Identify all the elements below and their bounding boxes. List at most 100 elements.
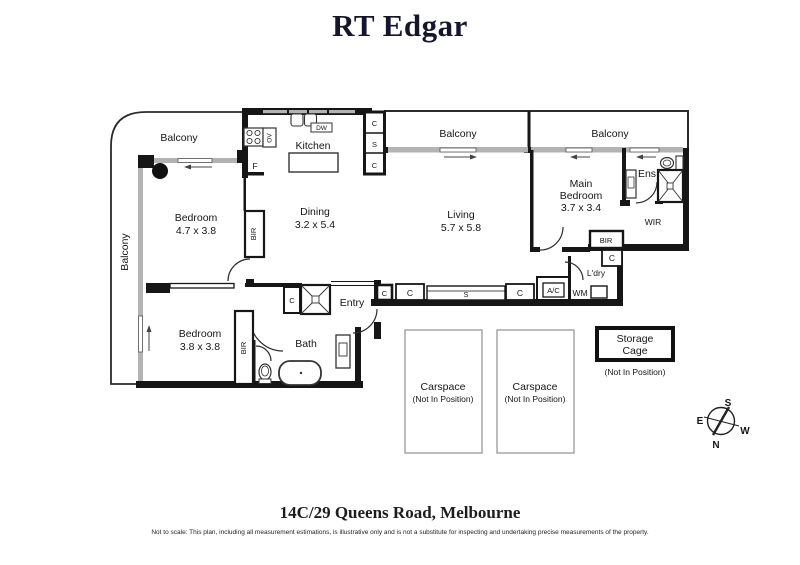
burner — [246, 137, 253, 145]
closets — [233, 110, 625, 386]
kitchen-sink — [290, 113, 304, 127]
label-entry: Entry — [340, 297, 365, 309]
door-laundry — [564, 261, 584, 281]
label-dishwasher: DW — [316, 125, 328, 132]
label-bedroom2: Bedroom — [179, 328, 222, 340]
label-storage-2: Cage — [622, 345, 647, 357]
wall-segment — [245, 283, 302, 287]
label-main-bedroom-1: Main — [570, 178, 593, 190]
toilet-bowl — [260, 365, 269, 377]
compass — [703, 406, 740, 436]
property-address: 14C/29 Queens Road, Melbourne — [279, 503, 521, 522]
compass-west: W — [740, 426, 750, 437]
sliding-door-ensuite — [629, 147, 660, 153]
shower-drain — [666, 182, 674, 190]
label-cupboard: C — [609, 253, 615, 263]
closet-bir-main — [588, 229, 625, 250]
glass-walls — [138, 147, 683, 384]
closet-hall — [505, 283, 535, 301]
label-bath: Bath — [295, 338, 317, 350]
label-carspace-1-note: (Not In Position) — [413, 394, 474, 404]
disclaimer-text: Not to scale: This plan, including all m… — [151, 529, 649, 536]
wall-segment — [524, 147, 533, 153]
compass-east: E — [697, 416, 704, 427]
wall-pier — [146, 283, 170, 293]
label-dining: Dining — [300, 206, 330, 218]
label-aircon: A/C — [547, 286, 560, 295]
label-main-bedroom-dims: 3.7 x 3.4 — [561, 202, 601, 214]
label-dining-dims: 3.2 x 5.4 — [295, 219, 335, 231]
label-shelves: S — [463, 290, 468, 299]
door-ensuite — [635, 181, 658, 204]
outdoor-items — [404, 326, 675, 454]
wall-segment — [243, 178, 246, 211]
toilet-tank — [675, 155, 684, 171]
door-entry — [352, 308, 378, 334]
closet-shelves — [426, 285, 506, 301]
storage-cage-box — [595, 326, 675, 362]
wall-segment — [617, 252, 623, 306]
carspace-2-box — [496, 329, 575, 454]
closet-bir-dining — [243, 209, 266, 259]
toilet-base — [258, 378, 272, 384]
label-storage-1: Storage — [617, 333, 654, 345]
door-hall — [227, 258, 251, 282]
label-bir-dining: BIR — [249, 227, 258, 240]
slide-arrows — [146, 154, 656, 351]
labels: Balcony Balcony Balcony Balcony Kitchen … — [119, 119, 750, 451]
label-bedroom2-dims: 3.8 x 3.8 — [180, 341, 220, 353]
balcony-outline-left — [110, 111, 242, 385]
window-tick — [327, 109, 329, 114]
wall-segment — [530, 247, 540, 252]
washing-machine — [590, 285, 608, 299]
wall-segment — [588, 244, 689, 251]
brand-logo: RT Edgar — [332, 8, 468, 43]
label-carspace-2-note: (Not In Position) — [505, 394, 566, 404]
label-main-bedroom-2: Bedroom — [560, 190, 603, 202]
label-carspace-1: Carspace — [421, 381, 466, 393]
label-bir-main: BIR — [600, 236, 613, 245]
sliding-door-main-bedroom — [565, 147, 593, 153]
label-living-dims: 5.7 x 5.8 — [441, 222, 481, 234]
oven — [262, 127, 277, 148]
vanity-basin — [627, 176, 635, 189]
label-wir: WIR — [645, 217, 662, 227]
label-washer: WM — [572, 288, 587, 298]
wall-segment — [530, 150, 534, 250]
wall-segment — [374, 322, 381, 339]
label-cupboard: C — [372, 161, 378, 170]
sliding-door-bedroom2 — [138, 315, 143, 353]
closet-hall-c — [601, 249, 623, 267]
wall-segment — [169, 282, 235, 289]
glass-wall-left — [138, 158, 143, 384]
closet-entry — [375, 283, 394, 302]
window-tick — [287, 109, 289, 114]
carspace-1-box — [404, 329, 483, 454]
kitchen-island — [288, 152, 339, 173]
sliding-door-bedroom1 — [177, 158, 213, 163]
closet-bir-bedroom2 — [233, 309, 255, 386]
arrow-left-icon — [570, 154, 577, 160]
toilet-bowl — [662, 159, 672, 167]
balcony-divider-wall — [527, 111, 531, 151]
label-bedroom1-dims: 4.7 x 3.8 — [176, 225, 216, 237]
compass-north: N — [712, 440, 719, 451]
label-cupboard: C — [289, 296, 295, 305]
label-ensuite: Ens — [638, 168, 656, 180]
label-balcony-left: Balcony — [119, 233, 131, 271]
label-storage-note: (Not In Position) — [605, 367, 666, 377]
wall-segment — [355, 327, 361, 383]
label-cupboard: C — [382, 289, 388, 298]
label-balcony-main: Balcony — [591, 128, 629, 140]
walls — [136, 108, 689, 388]
window-tick — [307, 109, 309, 114]
wall-segment — [620, 200, 630, 206]
shower-drain — [311, 295, 320, 304]
bath-fixtures — [258, 283, 351, 386]
label-fridge: F — [252, 161, 257, 171]
burner — [254, 137, 261, 145]
door-main-bedroom — [539, 226, 564, 251]
label-living: Living — [447, 209, 475, 221]
